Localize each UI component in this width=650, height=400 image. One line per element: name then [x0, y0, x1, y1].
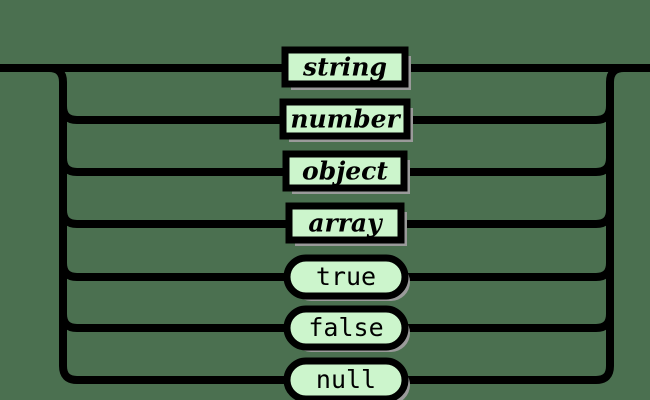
- node-box-true: [283, 254, 409, 300]
- node-box-string: [281, 46, 409, 88]
- node-label-true: true: [316, 262, 376, 291]
- rail-branch-right-row-2: [407, 105, 614, 124]
- rail-branch-left-row-4: [59, 209, 289, 228]
- node-label-null: null: [316, 365, 376, 394]
- rail-branch-right-row-6: [405, 313, 614, 332]
- node-value-array[interactable]: array: [285, 202, 407, 246]
- node-box-false: [283, 305, 409, 351]
- node-value-null[interactable]: null: [283, 357, 410, 400]
- rail-network: [0, 64, 650, 384]
- node-box-null: [283, 357, 409, 400]
- node-value-true[interactable]: true: [283, 254, 410, 301]
- node-box-array: [285, 202, 405, 244]
- rail-branch-right-row-5: [405, 262, 614, 281]
- rail-branch-right-row-3: [404, 157, 614, 176]
- rail-left-trunk: [48, 64, 78, 384]
- node-value-object[interactable]: object: [282, 150, 410, 194]
- rail-branch-right-row-4: [401, 209, 614, 228]
- node-value-number[interactable]: number: [279, 98, 413, 142]
- node-box-number: [279, 98, 411, 140]
- rail-right-trunk: [595, 64, 625, 384]
- rail-branch-left-row-6: [59, 313, 287, 332]
- node-label-false: false: [308, 313, 383, 342]
- rail-branch-left-row-3: [59, 157, 286, 176]
- rail-branch-left-row-5: [59, 262, 287, 281]
- node-box-object: [282, 150, 408, 192]
- rail-branch-left-row-2: [59, 105, 283, 124]
- node-label-object: object: [302, 157, 388, 186]
- node-label-string: string: [302, 53, 387, 82]
- node-value-false[interactable]: false: [283, 305, 410, 352]
- node-label-number: number: [290, 105, 401, 134]
- node-value-string[interactable]: string: [281, 46, 411, 90]
- node-label-array: array: [308, 209, 383, 238]
